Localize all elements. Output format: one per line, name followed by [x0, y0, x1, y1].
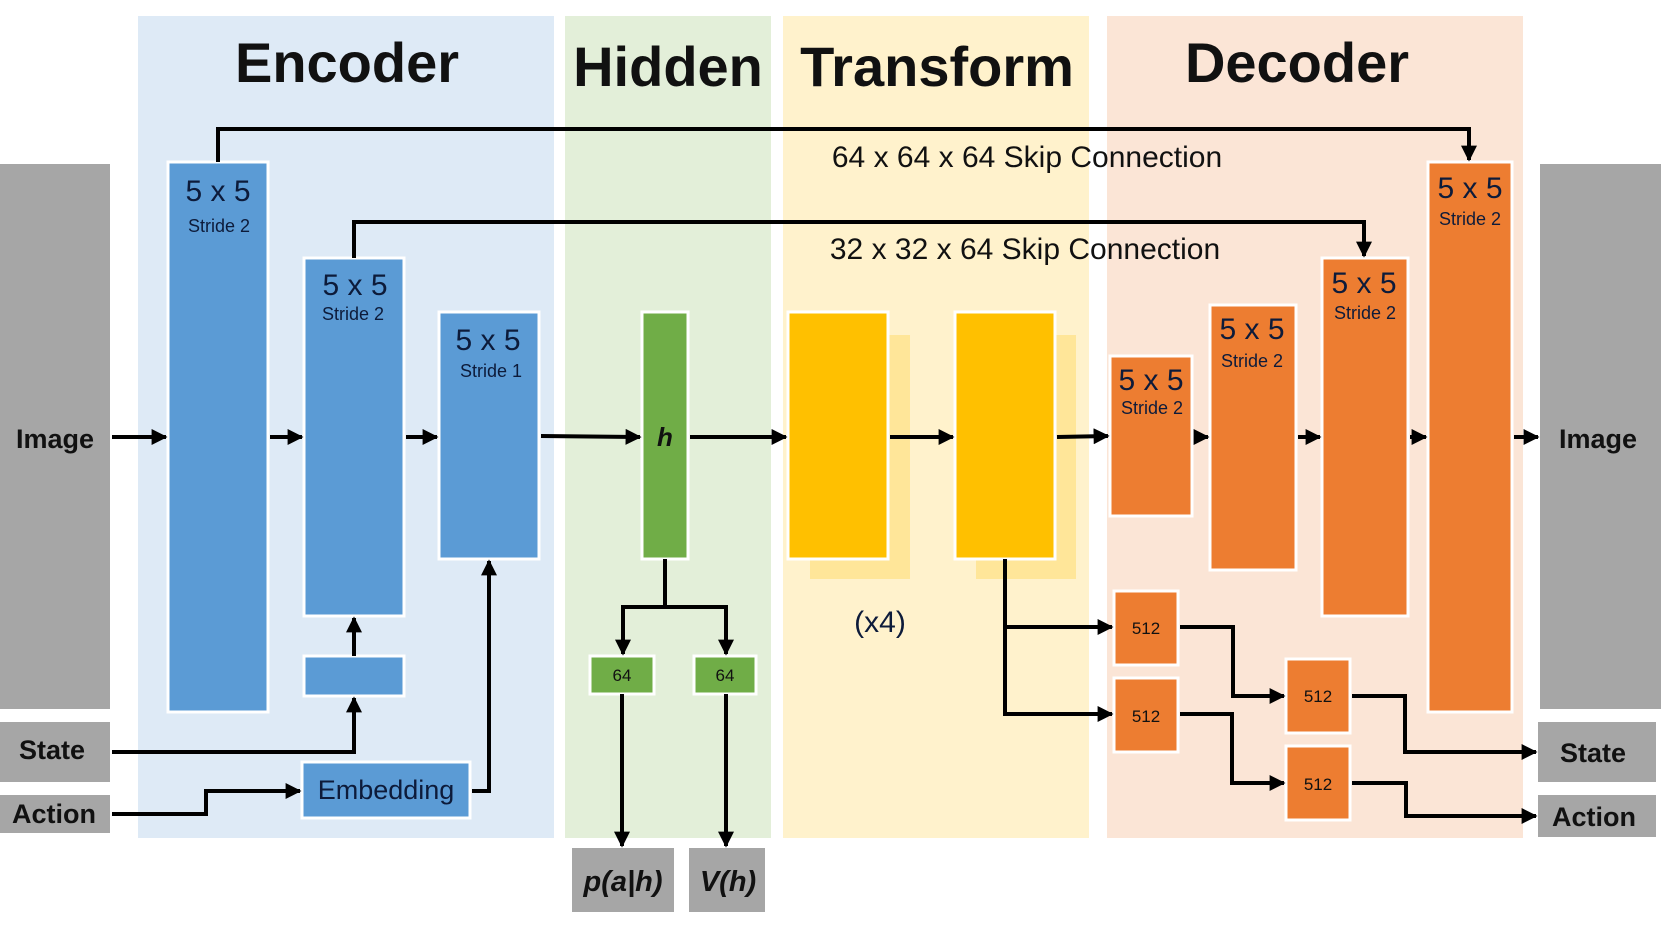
arrow-transform2-to-deconv1	[1056, 428, 1110, 445]
state-fc-block	[302, 654, 406, 698]
hidden-h-block	[640, 310, 690, 561]
encoder-conv2-block	[302, 256, 406, 618]
output-state-box	[1538, 722, 1656, 782]
skip-connection-64-label: 64 x 64 x 64 Skip Connection	[832, 141, 1222, 174]
policy-fc-label: 64	[613, 666, 632, 685]
arrow-h-to-value-head	[665, 605, 734, 656]
decoder-action-fc-b	[1284, 744, 1352, 822]
arrow-transform-to-action-fc	[1003, 627, 1114, 722]
encoder-title: Encoder	[235, 31, 459, 94]
input-image-box	[0, 164, 110, 709]
input-state-box	[0, 722, 110, 782]
embedding-label: Embedding	[318, 775, 455, 805]
arrow-h-to-heads	[615, 559, 667, 656]
output-action-box	[1538, 795, 1656, 837]
decoder-action-fc-a	[1112, 676, 1180, 754]
decoder-deconv4-kernel: 5 x 5	[1437, 172, 1502, 205]
decoder-state-fc-b-label: 512	[1304, 687, 1332, 706]
decoder-deconv1-kernel: 5 x 5	[1118, 364, 1183, 397]
arrow-action-to-embedding	[112, 783, 302, 816]
skip-connection-32-label: 32 x 32 x 64 Skip Connection	[830, 233, 1220, 266]
decoder-deconv3-block	[1320, 256, 1410, 618]
transform-block1	[786, 310, 890, 561]
transform-title: Transform	[800, 35, 1074, 98]
decoder-deconv3-stride: Stride 2	[1334, 303, 1396, 323]
value-output-box	[689, 848, 765, 912]
encoder-conv3-stride: Stride 1	[460, 361, 522, 381]
skip-connection-32-line	[352, 220, 1372, 258]
encoder-conv3-block	[437, 310, 541, 561]
decoder-state-fc-b	[1284, 657, 1352, 735]
decoder-deconv4-stride: Stride 2	[1439, 209, 1501, 229]
transform-repeat-label: (x4)	[854, 606, 906, 639]
encoder-conv2-stride: Stride 2	[322, 304, 384, 324]
encoder-conv1-block	[166, 160, 270, 714]
arrow-embedding-to-conv3	[472, 559, 497, 793]
input-state-label: State	[19, 735, 85, 765]
arrow-state-fc-to-output	[1352, 694, 1538, 760]
input-action-label: Action	[12, 799, 96, 829]
decoder-deconv2-stride: Stride 2	[1221, 351, 1283, 371]
decoder-deconv2-kernel: 5 x 5	[1219, 313, 1284, 346]
arrow-state-to-fc	[112, 696, 362, 754]
encoder-conv1-kernel: 5 x 5	[185, 175, 250, 208]
arrow-action-fc-a-to-b	[1180, 712, 1286, 791]
encoder-conv3-kernel: 5 x 5	[455, 324, 520, 357]
output-image-box	[1540, 164, 1661, 709]
decoder-action-fc-a-label: 512	[1132, 707, 1160, 726]
decoder-state-fc-a-label: 512	[1132, 619, 1160, 638]
decoder-action-fc-b-label: 512	[1304, 775, 1332, 794]
output-action-label: Action	[1552, 802, 1636, 832]
output-state-label: State	[1560, 738, 1626, 768]
value-fc-label: 64	[716, 666, 735, 685]
decoder-state-fc-a	[1112, 589, 1180, 667]
value-fc-block	[692, 654, 758, 696]
transform-block2	[953, 310, 1057, 561]
arrow-state-fc-a-to-b	[1180, 625, 1286, 704]
value-output-label: V(h)	[700, 866, 756, 898]
decoder-deconv3-kernel: 5 x 5	[1331, 267, 1396, 300]
output-image-label: Image	[1559, 424, 1637, 454]
decoder-deconv1-stride: Stride 2	[1121, 398, 1183, 418]
decoder-title: Decoder	[1185, 31, 1409, 94]
skip-connection-64-line	[216, 127, 1477, 162]
encoder-conv1-stride: Stride 2	[188, 216, 250, 236]
embedding-block	[300, 760, 472, 820]
encoder-conv2-kernel: 5 x 5	[322, 269, 387, 302]
arrow-action-fc-to-output	[1352, 781, 1538, 824]
hidden-title: Hidden	[573, 35, 763, 98]
decoder-deconv4-block	[1426, 160, 1514, 714]
decoder-deconv2-block	[1208, 303, 1298, 572]
hidden-h-label: h	[657, 422, 673, 452]
policy-output-label: p(a|h)	[583, 866, 663, 898]
input-action-box	[0, 795, 110, 833]
decoder-deconv1-block	[1108, 354, 1194, 518]
arrow-conv3-to-h	[540, 428, 642, 445]
policy-output-box	[572, 848, 674, 912]
input-image-label: Image	[16, 424, 94, 454]
